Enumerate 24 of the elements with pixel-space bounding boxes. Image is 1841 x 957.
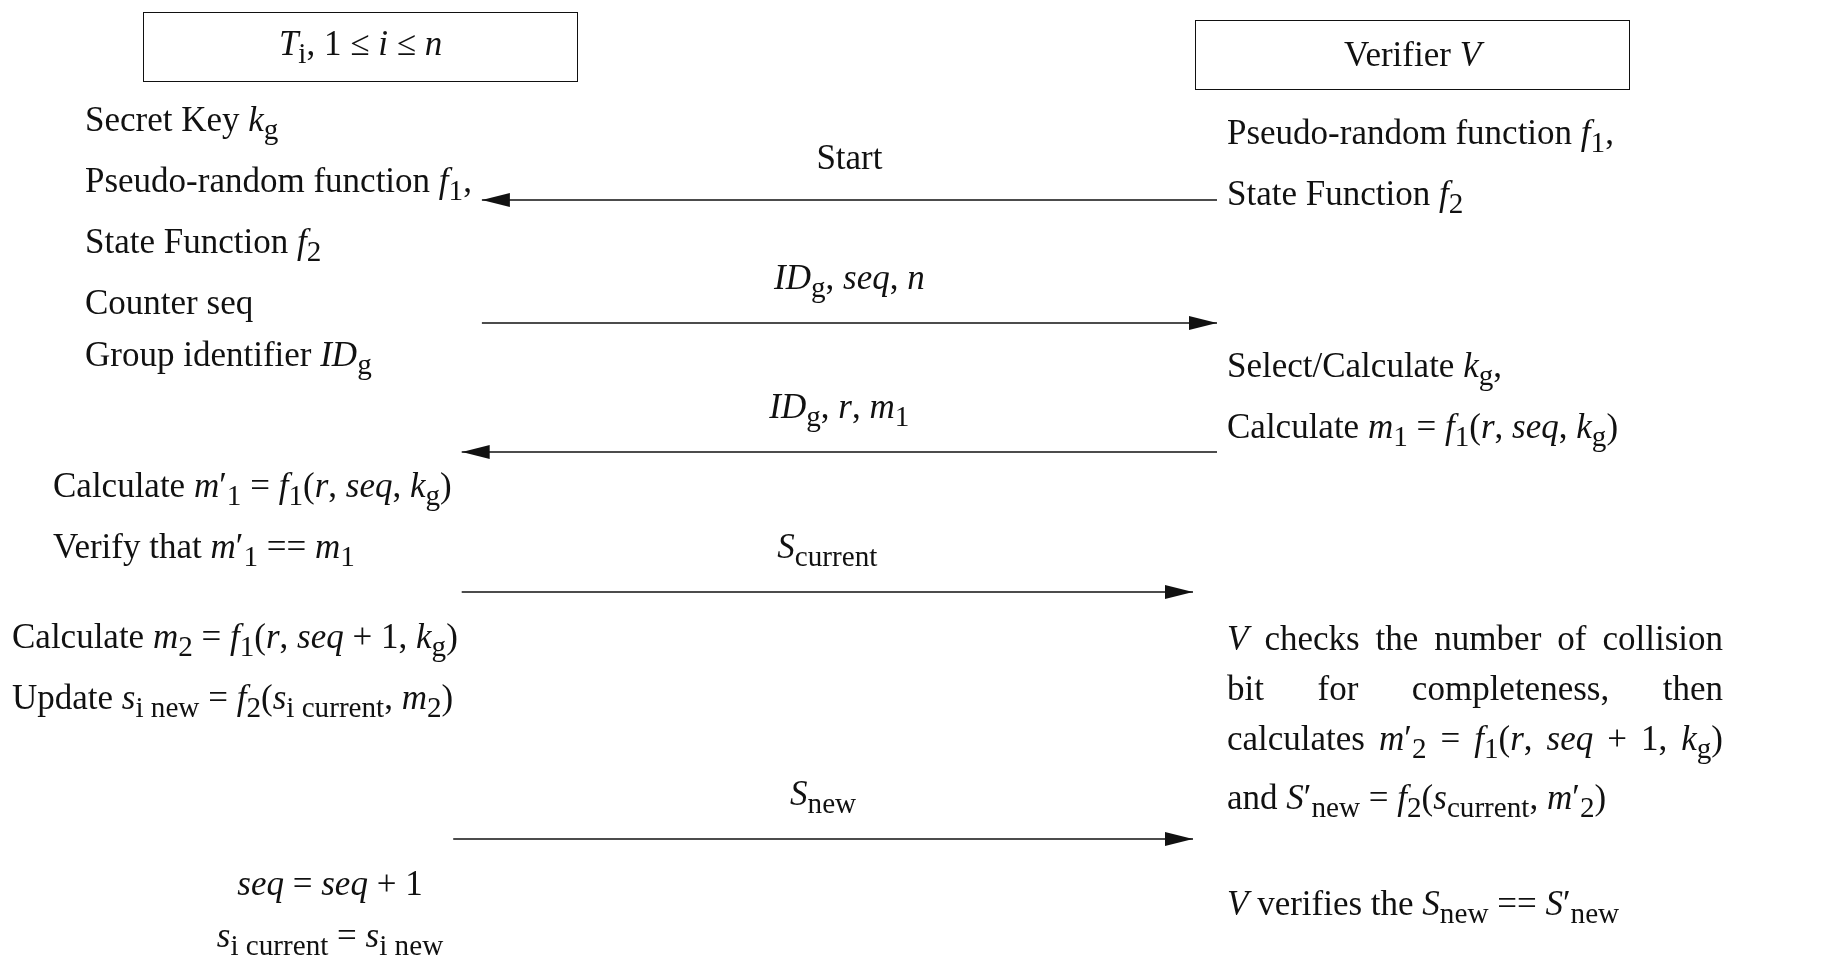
text-paragraph: V checks the number of collision bit for completeness, then calculates m′$_{2}$ = f$_{1}$(r, seq + 1, k$_{g}$) and S′$_{new}$ = f$_{2}$(s$_{current}$, m′$_{2}$) [1226,618,1723,825]
text-line: Select/Calculate k$_{g}$, [1227,345,1503,393]
text-line: Calculate m$_{1}$ = f$_{1}$(r, seq, k$_{g}$) [1227,406,1619,454]
text-line: s$_{i current}$ = s$_{i new}$ [216,915,444,957]
arrow [452,832,1194,846]
arrow [460,585,1194,599]
arrow [481,193,1218,207]
header-box: T$_{i}$, 1 ≤ i ≤ n [143,12,578,82]
text-line: State Function f$_{2}$ [1227,173,1464,221]
text-line: Calculate m′$_{1}$ = f$_{1}$(r, seq, k$_{g}$) [53,465,452,513]
text-line: V verifies the S$_{new}$ == S′$_{new}$ [1227,883,1620,931]
text-line: State Function f$_{2}$ [85,221,322,269]
arrow [460,445,1218,459]
arrow [481,316,1218,330]
text-line: Calculate m$_{2}$ = f$_{1}$(r, seq + 1, k$_{g}$) [12,616,458,664]
text-line: Pseudo-random function f$_{1}$, [1227,112,1614,160]
text-line: Update s$_{i new}$ = f$_{2}$(s$_{i current}$, m$_{2}$) [12,677,454,725]
text-line: Verify that m′$_{1}$ == m$_{1}$ [53,526,355,574]
text-line: seq = seq + 1 [237,863,423,905]
text-line: Secret Key k$_{g}$ [85,99,279,147]
text-line: Pseudo-random function f$_{1}$, [85,160,472,208]
header-box: Verifier V [1195,20,1630,90]
text-line: Counter seq [85,282,254,324]
text-line: Group identifier ID$_{g}$ [85,334,372,382]
